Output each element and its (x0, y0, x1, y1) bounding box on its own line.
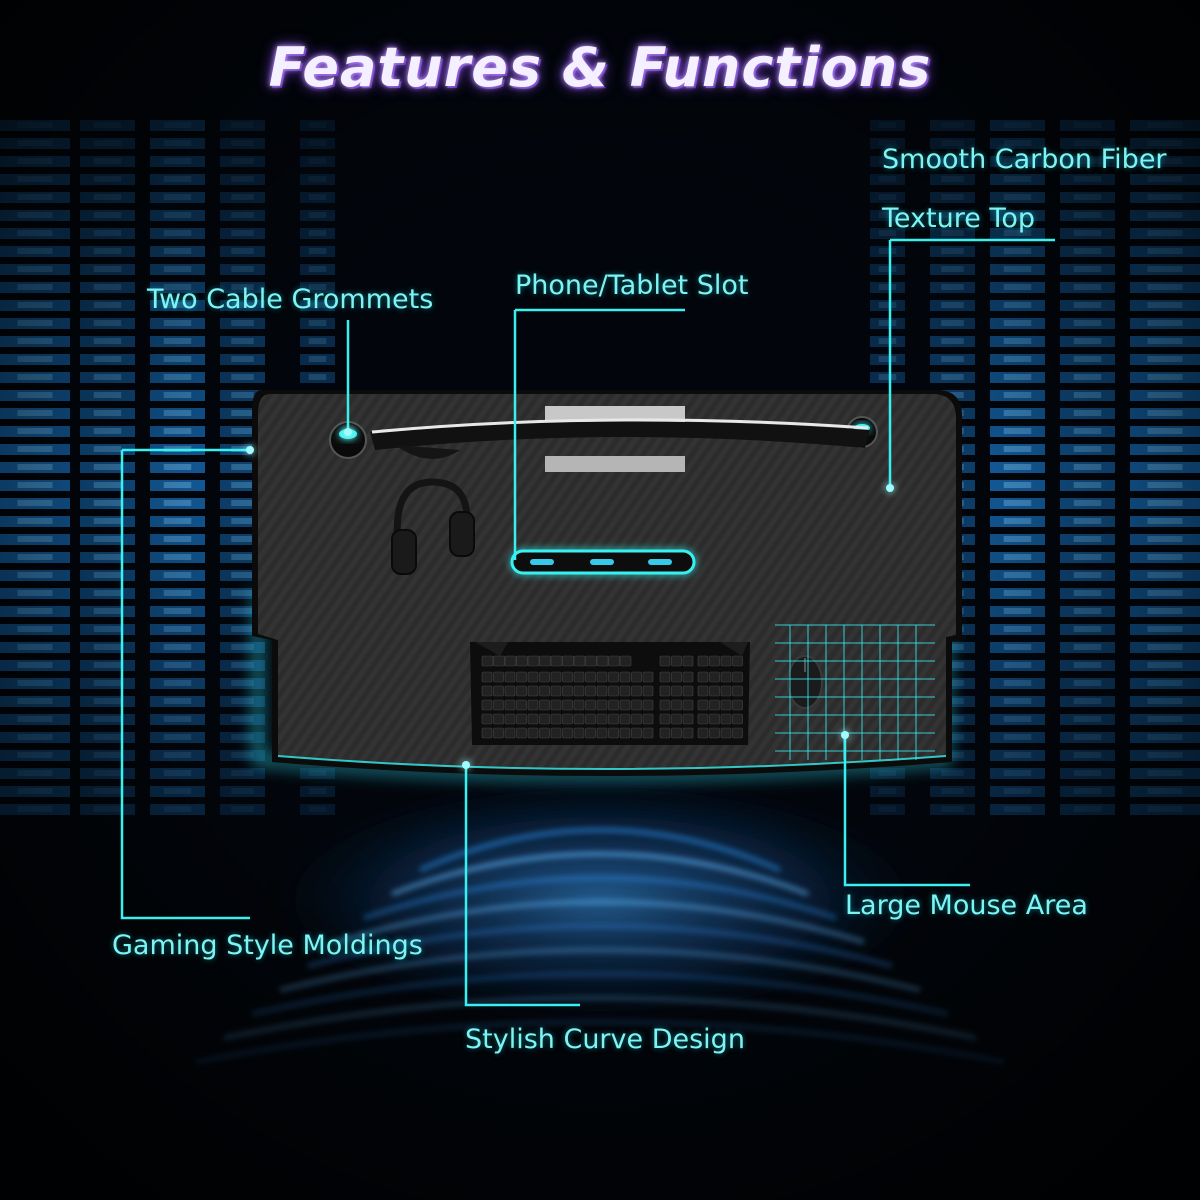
label-cable-grommets: Two Cable Grommets (147, 284, 434, 315)
callout-line-mouse-area (843, 735, 970, 887)
mouse-area-grid (775, 624, 935, 760)
curved-monitor (370, 406, 870, 472)
cable-grommet-left (329, 421, 367, 459)
gaming-desk (252, 390, 962, 776)
callout-line-moldings (120, 448, 250, 920)
label-mouse-area: Large Mouse Area (845, 890, 1088, 921)
page-title: Features & Functions (268, 36, 932, 99)
label-carbon-fiber-line2: Texture Top (882, 203, 1035, 234)
label-carbon-fiber-line1: Smooth Carbon Fiber (882, 144, 1167, 175)
mouse (787, 655, 823, 709)
label-curve-design: Stylish Curve Design (465, 1024, 745, 1055)
callout-line-carbon-fiber (888, 238, 1055, 488)
label-gaming-moldings: Gaming Style Moldings (112, 930, 423, 961)
headphones-icon (391, 478, 475, 575)
callout-line-curve (464, 765, 580, 1007)
callout-dots (246, 428, 894, 769)
callout-lines (120, 238, 1055, 1007)
callout-line-phone-slot (513, 308, 685, 560)
label-phone-slot: Phone/Tablet Slot (515, 270, 749, 301)
keyboard (470, 642, 750, 745)
phone-tablet-slot (510, 549, 696, 575)
carbon-fiber-surface (258, 394, 956, 769)
